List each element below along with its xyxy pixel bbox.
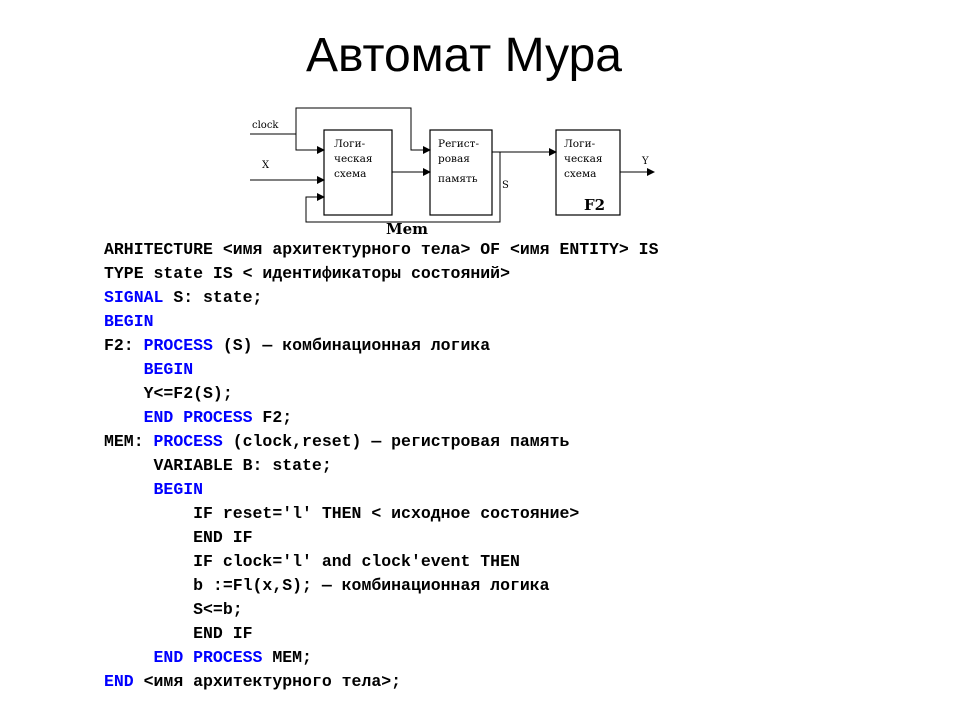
code-text: IF clock='l' and clock'event THEN — [104, 552, 520, 571]
code-keyword: END — [104, 672, 134, 691]
code-line: TYPE state IS < идентификаторы состояний… — [104, 262, 659, 286]
mem-caption: Mem — [386, 220, 428, 237]
block1-line-2: ческая — [334, 153, 373, 165]
code-line: END PROCESS MEM; — [104, 646, 659, 670]
code-text: S<=b; — [104, 600, 243, 619]
code-line: MEM: PROCESS (clock,reset) — регистровая… — [104, 430, 659, 454]
slide-title: Автомат Мура — [306, 29, 622, 82]
block2-line-2: ровая — [438, 153, 470, 165]
code-text: VARIABLE B: state; — [104, 456, 332, 475]
clock-branch — [295, 107, 431, 154]
register-memory-block — [429, 129, 493, 216]
code-keyword: BEGIN — [153, 480, 204, 499]
code-line: BEGIN — [104, 478, 659, 502]
code-text — [104, 480, 154, 499]
logic-block-2 — [555, 129, 621, 216]
code-text: F2: — [104, 336, 144, 355]
code-line: S<=b; — [104, 598, 659, 622]
block3-line-3: схема — [564, 168, 596, 180]
state-feedback-line — [305, 152, 501, 223]
code-line: F2: PROCESS (S) — комбинационная логика — [104, 334, 659, 358]
code-keyword: END PROCESS — [143, 408, 253, 427]
block1-line-3: схема — [334, 168, 366, 180]
block3-line-1: Логи- — [564, 138, 596, 150]
code-text: (S) — комбинационная логика — [212, 336, 491, 355]
code-line: BEGIN — [104, 310, 659, 334]
code-keyword: BEGIN — [143, 360, 194, 379]
logic-block-1 — [323, 129, 393, 216]
code-keyword: PROCESS — [153, 432, 223, 451]
code-text: IF reset='l' THEN < исходное состояние> — [104, 504, 580, 523]
code-line: Y<=F2(S); — [104, 382, 659, 406]
f2-caption: F2 — [584, 196, 605, 214]
code-line: IF clock='l' and clock'event THEN — [104, 550, 659, 574]
y-label: Y — [641, 156, 649, 167]
code-text: MEM; — [262, 648, 312, 667]
code-keyword: SIGNAL — [104, 288, 164, 307]
code-line: END PROCESS F2; — [104, 406, 659, 430]
code-line: BEGIN — [104, 358, 659, 382]
code-line: IF reset='l' THEN < исходное состояние> — [104, 502, 659, 526]
code-line: SIGNAL S: state; — [104, 286, 659, 310]
s-label: S — [502, 180, 509, 191]
code-text: b :=Fl(x,S); — комбинационная логика — [104, 576, 550, 595]
code-line: VARIABLE B: state; — [104, 454, 659, 478]
code-line: END IF — [104, 526, 659, 550]
code-text: TYPE state IS < идентификаторы состояний… — [104, 264, 510, 283]
code-text: S: state; — [163, 288, 263, 307]
code-text — [104, 648, 154, 667]
x-label: X — [262, 160, 270, 171]
block2-line-3: память — [438, 173, 478, 185]
code-text: MEM: — [104, 432, 154, 451]
clock-line — [250, 133, 325, 154]
code-keyword: END PROCESS — [153, 648, 263, 667]
code-text: F2; — [252, 408, 293, 427]
code-text: ARHITECTURE <имя архитектурного тела> OF… — [104, 240, 659, 259]
code-text — [104, 360, 144, 379]
code-text: (clock,reset) — регистровая память — [222, 432, 570, 451]
code-line: END <имя архитектурного тела>; — [104, 670, 659, 694]
block3-line-2: ческая — [564, 153, 603, 165]
code-text: END IF — [104, 624, 253, 643]
code-text: Y<=F2(S); — [104, 384, 233, 403]
block2-line-1: Регист- — [438, 138, 479, 150]
code-line: b :=Fl(x,S); — комбинационная логика — [104, 574, 659, 598]
code-text: END IF — [104, 528, 253, 547]
code-keyword: BEGIN — [104, 312, 154, 331]
code-line: END IF — [104, 622, 659, 646]
clock-label: clock — [252, 120, 279, 131]
vhdl-code-block: ARHITECTURE <имя архитектурного тела> OF… — [104, 238, 659, 694]
code-text: <имя архитектурного тела>; — [133, 672, 402, 691]
code-keyword: PROCESS — [143, 336, 213, 355]
code-text — [104, 408, 144, 427]
moore-machine-diagram: clock X Y S Логи- ческая схема Регист- р… — [250, 107, 655, 237]
block1-line-1: Логи- — [334, 138, 366, 150]
code-line: ARHITECTURE <имя архитектурного тела> OF… — [104, 238, 659, 262]
